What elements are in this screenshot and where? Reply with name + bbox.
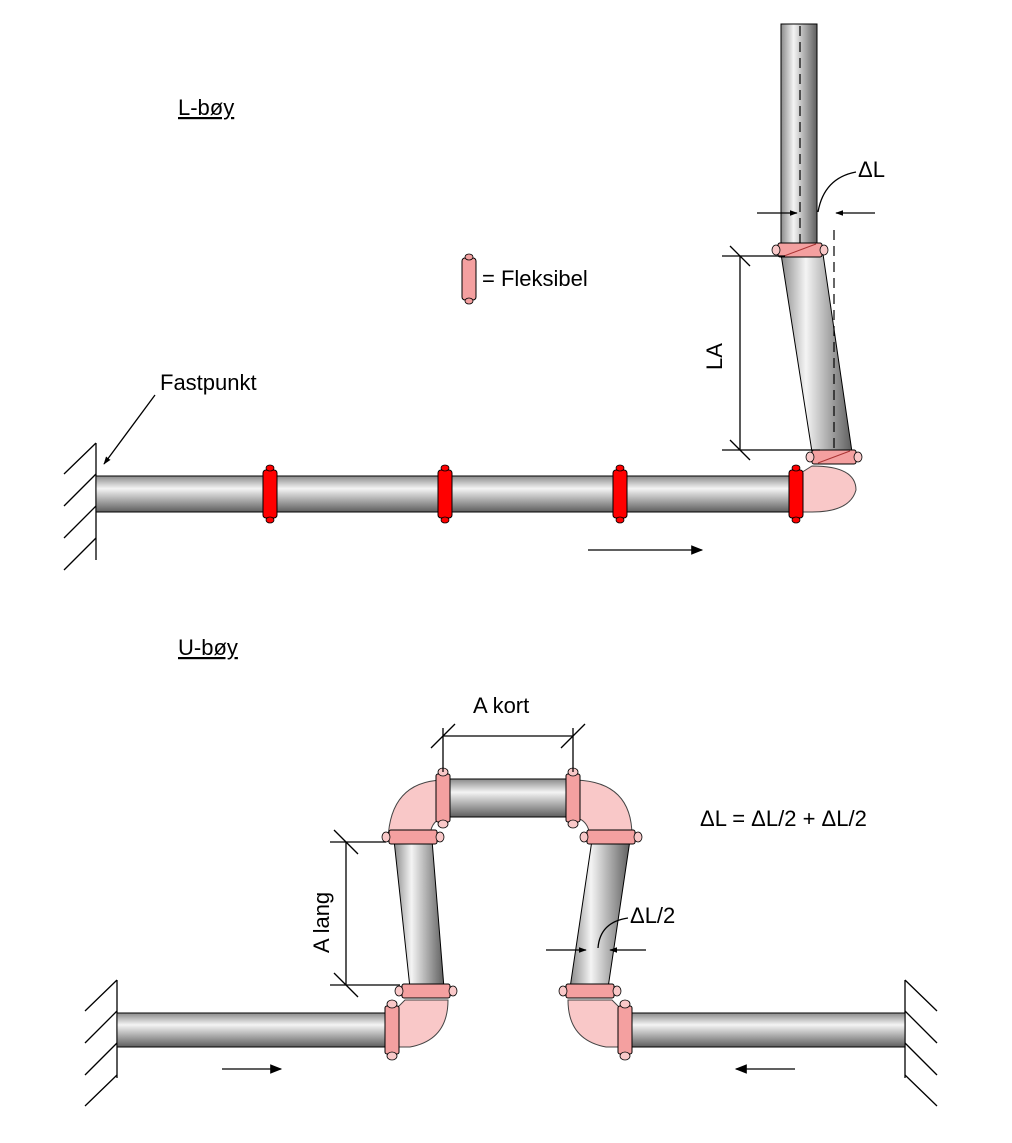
fixed-point-wall-right-bottom — [904, 979, 938, 1107]
l-bend-elbow — [795, 465, 857, 513]
l-bend-deflected-leg — [780, 253, 853, 453]
fixed-point-wall-left-top — [63, 442, 97, 571]
flex-joint-2 — [437, 464, 453, 524]
a-short-label: A kort — [473, 693, 529, 718]
u-flex-left-upper — [381, 829, 445, 845]
u-elbow-top-right — [575, 779, 633, 837]
a-long-label: A lang — [309, 892, 334, 953]
a-short-tick-right — [560, 723, 586, 749]
u-flex-left-lower — [394, 983, 458, 999]
u-flex-bottom-left — [384, 999, 400, 1061]
a-short-tick-left — [430, 723, 456, 749]
u-elbow-bottom-left — [391, 999, 449, 1048]
u-flex-top-left — [435, 767, 451, 829]
flex-joint-3 — [612, 464, 628, 524]
legend-text: = Fleksibel — [482, 266, 588, 291]
u-flex-bottom-right — [617, 999, 633, 1061]
vertical-pipe-top — [780, 23, 818, 251]
u-flex-top-right — [565, 767, 581, 829]
fixed-point-label: Fastpunkt — [160, 370, 257, 395]
la-tick-bottom — [729, 439, 751, 461]
fixed-point-wall-left-bottom — [84, 979, 118, 1107]
delta-l-label: ΔL — [858, 157, 885, 182]
u-top-pipe — [441, 778, 577, 818]
a-long-tick-top — [333, 829, 359, 855]
la-label: LA — [702, 343, 727, 370]
delta-l-leader — [817, 171, 857, 213]
delta-l-half-label: ΔL/2 — [630, 903, 675, 928]
u-elbow-bottom-right — [567, 999, 626, 1048]
u-left-leg — [393, 839, 445, 989]
legend-flex-symbol — [461, 253, 477, 305]
u-right-horizontal-pipe — [624, 1012, 906, 1048]
u-flex-right-upper — [579, 829, 643, 845]
u-bend-title: U-bøy — [178, 635, 238, 660]
flex-joint-l-upper — [771, 242, 829, 258]
flex-joint-4 — [788, 464, 804, 524]
flex-joint-l-lower — [805, 449, 863, 465]
a-long-tick-bottom — [333, 972, 359, 998]
l-bend-title: L-bøy — [178, 95, 234, 120]
delta-l-formula: ΔL = ΔL/2 + ΔL/2 — [700, 806, 867, 831]
u-left-horizontal-pipe — [116, 1012, 393, 1048]
la-tick-top — [729, 245, 751, 267]
fixed-point-leader — [103, 394, 156, 465]
delta-l-half-leader — [597, 917, 629, 949]
u-right-leg — [569, 839, 631, 989]
flex-joint-1 — [262, 464, 278, 524]
u-flex-right-lower — [558, 983, 622, 999]
